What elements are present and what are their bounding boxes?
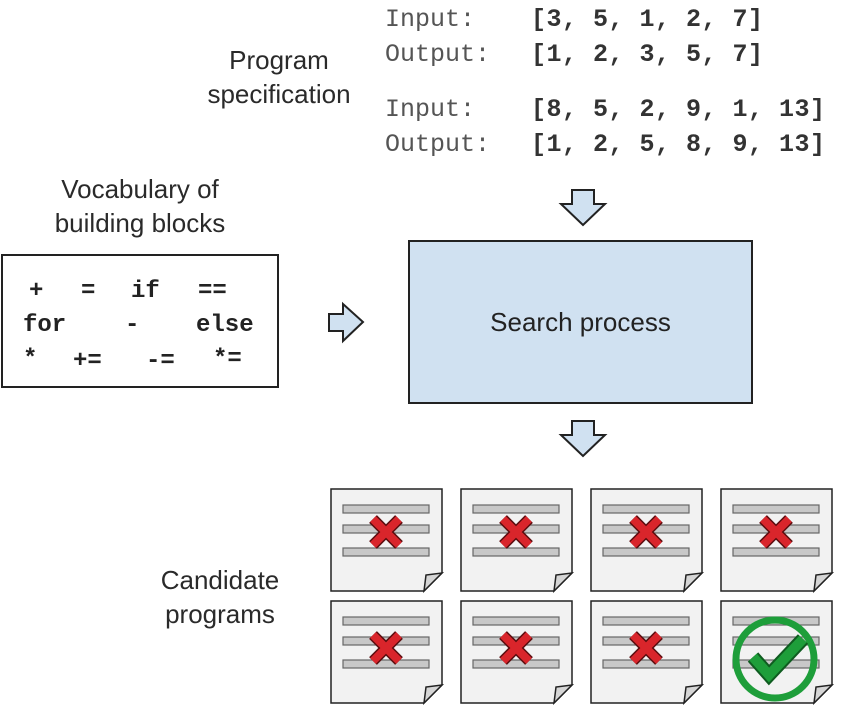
green-checkmark-icon (732, 616, 818, 702)
right-arrow-icon (326, 301, 366, 345)
example-2-input-row: Input: [8, 5, 2, 9, 1, 13] (385, 93, 826, 125)
token-plus-equals: += (73, 348, 102, 375)
candidate-programs-label-line-1: Candidate (160, 565, 280, 595)
vocabulary-label-line-2: building blocks (54, 208, 226, 238)
search-process-label: Search process (490, 306, 671, 337)
red-x-icon (369, 631, 403, 665)
example-2-input-key: Input: (385, 95, 476, 124)
example-1-output-key: Output: (385, 40, 491, 69)
token-equals: = (81, 278, 96, 305)
program-specification-label-line-1: Program (229, 45, 329, 75)
token-if: if (131, 278, 160, 305)
candidate-program-6 (459, 599, 575, 705)
token-plus: + (29, 278, 44, 305)
candidate-program-1 (329, 487, 445, 593)
vocabulary-label-line-1: Vocabulary of (61, 174, 219, 204)
candidate-program-7 (589, 599, 705, 705)
token-minus: - (125, 312, 140, 339)
example-1-output-row: Output: [1, 2, 3, 5, 7] (385, 38, 764, 70)
token-multiply-equals: *= (213, 346, 242, 373)
token-multiply: * (23, 346, 38, 373)
red-x-icon (369, 515, 403, 549)
example-2-input-value: [8, 5, 2, 9, 1, 13] (531, 95, 826, 124)
vocabulary-box: + = if == for - else * += -= *= (1, 254, 279, 388)
example-2-output-row: Output: [1, 2, 5, 8, 9, 13] (385, 128, 826, 160)
example-2-output-key: Output: (385, 130, 491, 159)
example-1-input-row: Input: [3, 5, 1, 2, 7] (385, 3, 764, 35)
token-double-equals: == (198, 278, 227, 305)
vocabulary-label: Vocabulary of building blocks (30, 172, 250, 240)
search-process-box: Search process (408, 240, 753, 404)
candidate-program-5 (329, 599, 445, 705)
red-x-icon (759, 515, 793, 549)
candidate-program-2 (459, 487, 575, 593)
token-for: for (23, 312, 67, 339)
candidate-programs-label: Candidate programs (140, 563, 300, 631)
example-1-output-value: [1, 2, 3, 5, 7] (531, 40, 764, 69)
candidate-program-4 (719, 487, 835, 593)
candidate-program-8 (719, 599, 835, 705)
example-2-output-value: [1, 2, 5, 8, 9, 13] (531, 130, 826, 159)
candidate-programs-label-line-2: programs (165, 599, 275, 629)
candidate-program-3 (589, 487, 705, 593)
red-x-icon (499, 631, 533, 665)
red-x-icon (629, 515, 663, 549)
token-minus-equals: -= (146, 348, 175, 375)
program-specification-label: Program specification (196, 43, 362, 111)
red-x-icon (499, 515, 533, 549)
example-1-input-value: [3, 5, 1, 2, 7] (531, 5, 764, 34)
program-specification-label-line-2: specification (207, 79, 351, 109)
red-x-icon (629, 631, 663, 665)
example-1-input-key: Input: (385, 5, 476, 34)
token-else: else (196, 312, 254, 339)
down-arrow-icon (558, 188, 608, 228)
down-arrow-icon (558, 419, 608, 459)
